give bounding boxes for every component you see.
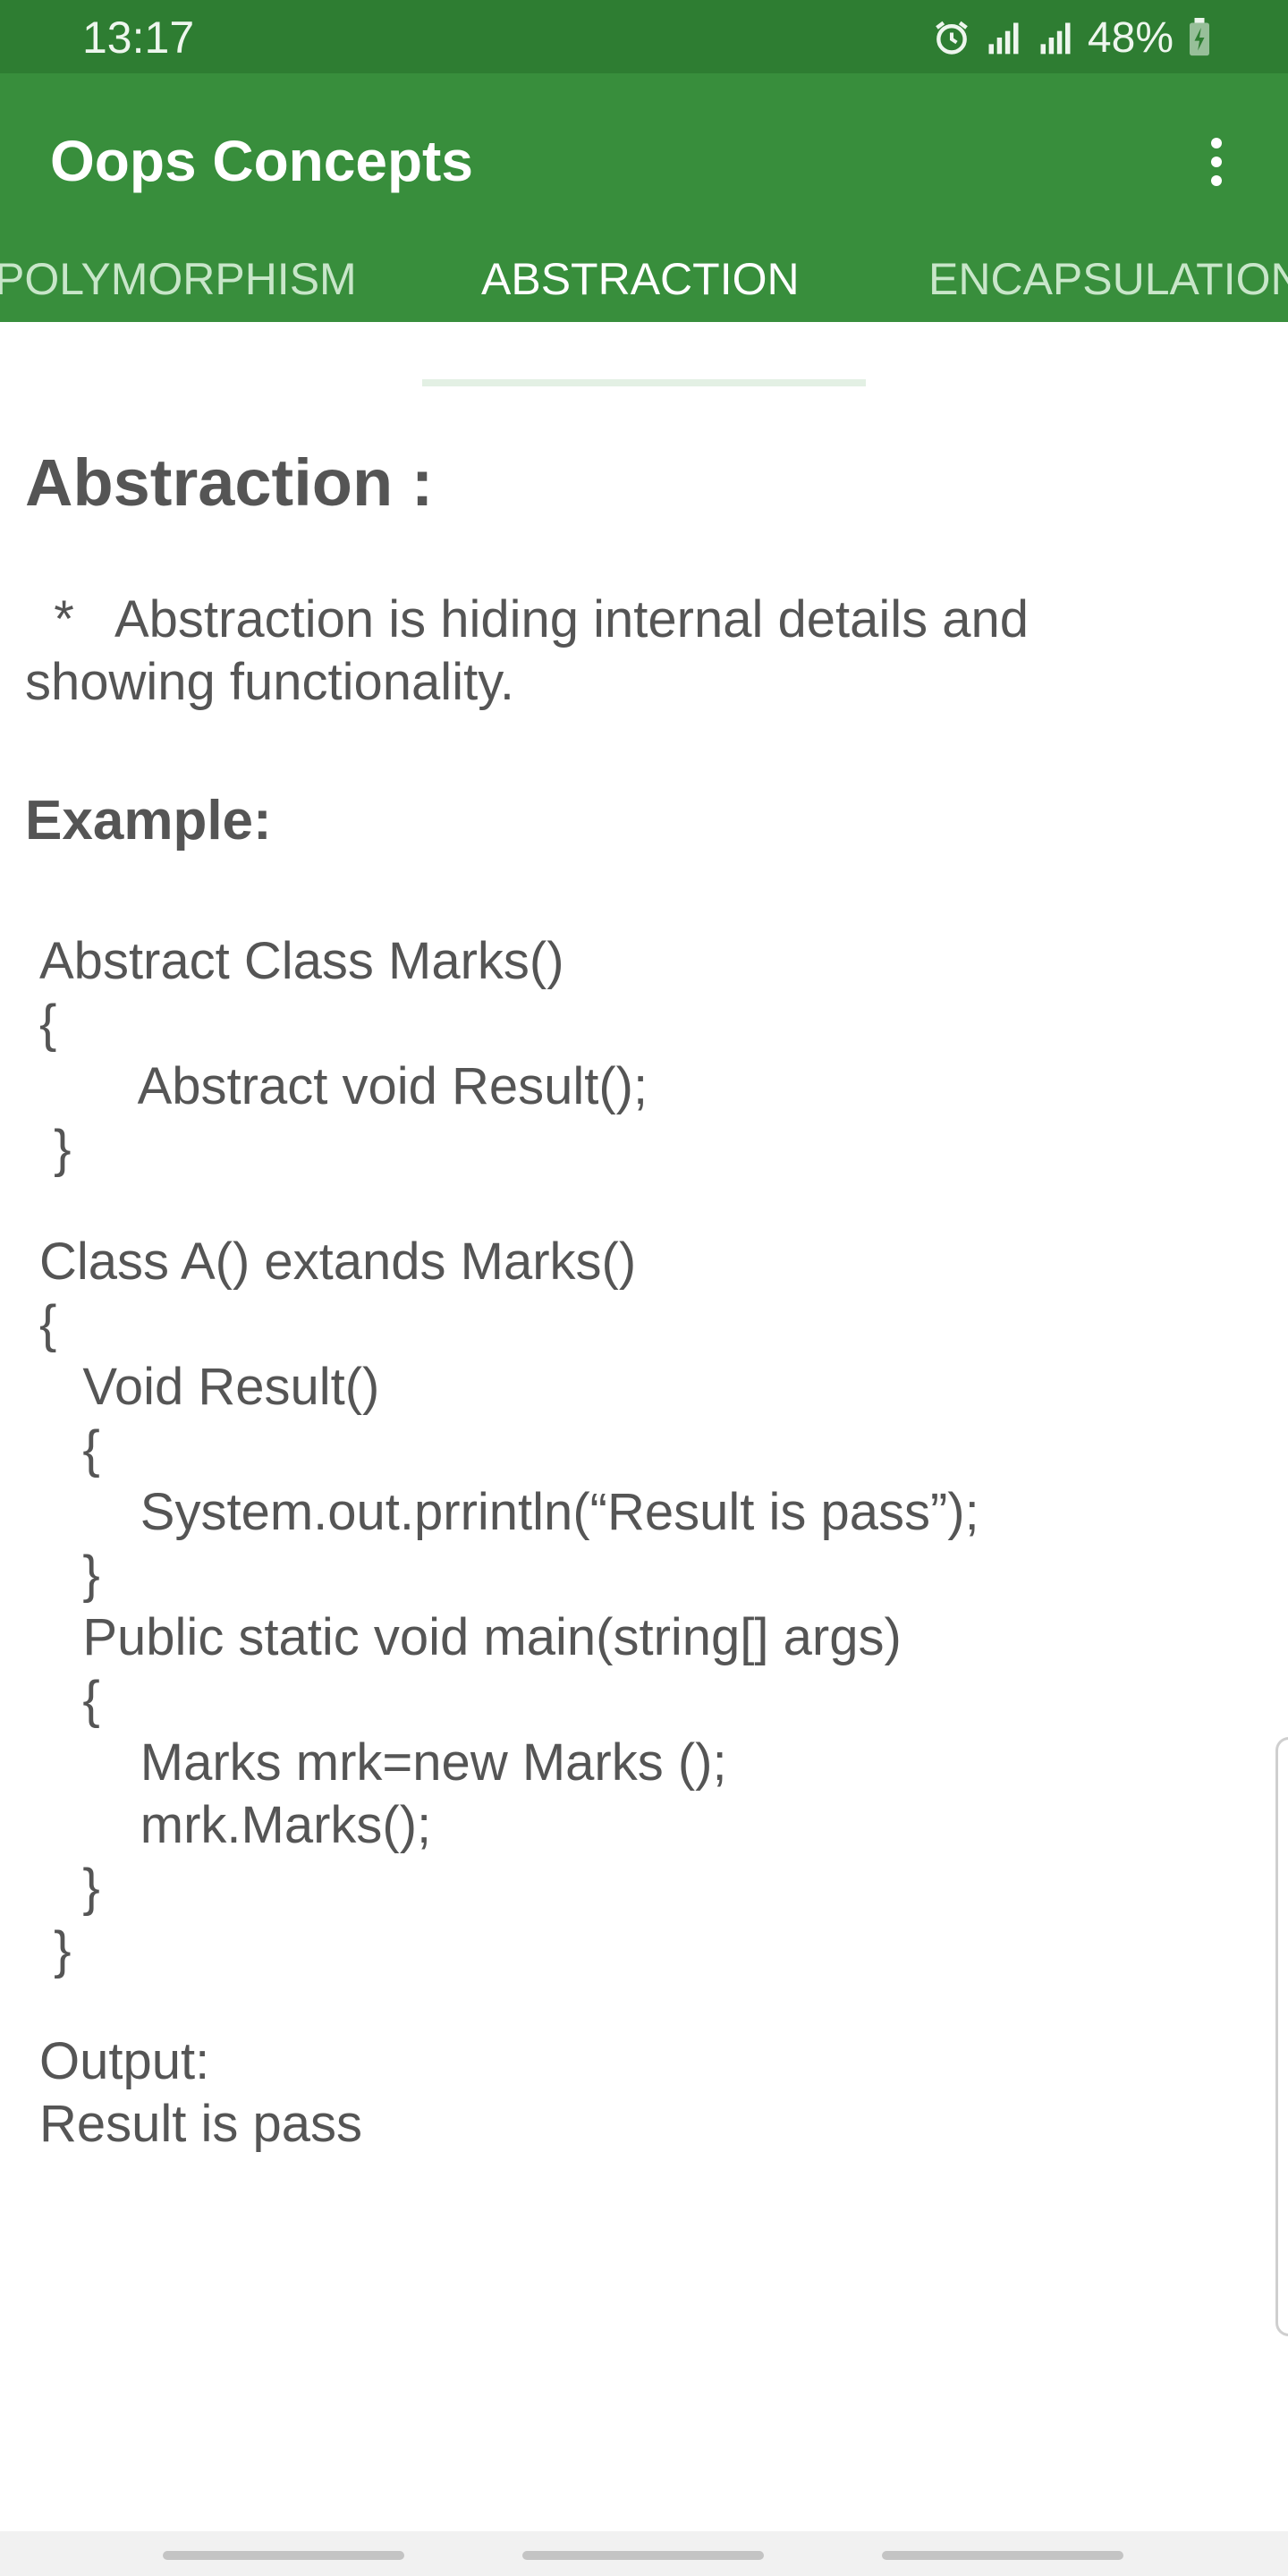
status-icons: 48% (932, 13, 1213, 63)
code-line: } (39, 1546, 100, 1604)
code-line: mrk.Marks(); (39, 1796, 432, 1854)
tab-bar: POLYMORPHISM ABSTRACTION ENCAPSULATION (0, 236, 1288, 322)
nav-back-button[interactable] (882, 2551, 1123, 2560)
output-value: Result is pass (39, 2095, 363, 2153)
code-line: Void Result() (39, 1358, 380, 1416)
definition-text: * Abstraction is hiding internal details… (25, 590, 1044, 711)
status-time: 13:17 (82, 13, 195, 63)
page-heading: Abstraction : (25, 445, 434, 520)
app-title: Oops Concepts (50, 129, 473, 193)
code-line: Abstract void Result(); (39, 1057, 648, 1115)
system-nav-bar (0, 2531, 1288, 2576)
output-label: Output: (39, 2032, 210, 2090)
code-line: } (39, 1921, 72, 1979)
active-tab-indicator (422, 379, 866, 386)
code-line: { (39, 995, 57, 1053)
scrollbar[interactable] (1275, 1737, 1288, 2336)
tab-polymorphism[interactable]: POLYMORPHISM (0, 254, 357, 304)
code-line: System.out.prrintln(“Result is pass”); (39, 1483, 979, 1541)
tab-abstraction[interactable]: ABSTRACTION (481, 254, 800, 304)
battery-charging-icon (1186, 18, 1213, 57)
signal-icon (1036, 18, 1075, 57)
code-line: Public static void main(string[] args) (39, 1608, 902, 1666)
code-line: { (39, 1671, 100, 1729)
example-heading: Example: (25, 790, 272, 852)
code-line: Class A() extands Marks() (39, 1233, 637, 1291)
battery-percent: 48% (1087, 13, 1174, 62)
tab-encapsulation[interactable]: ENCAPSULATION (928, 254, 1288, 304)
code-line: } (39, 1120, 72, 1178)
overflow-menu-button[interactable] (1181, 122, 1252, 202)
signal-icon (984, 18, 1023, 57)
code-line: Abstract Class Marks() (39, 932, 564, 990)
nav-recent-button[interactable] (163, 2551, 404, 2560)
nav-home-button[interactable] (522, 2551, 764, 2560)
code-line: Marks mrk=new Marks (); (39, 1733, 727, 1792)
code-line: { (39, 1420, 100, 1479)
code-line: { (39, 1295, 57, 1353)
alarm-icon (932, 18, 971, 57)
more-vertical-icon (1211, 138, 1222, 186)
code-line: } (39, 1859, 100, 1917)
status-bar: 13:17 48% (0, 0, 1288, 73)
app-bar: Oops Concepts POLYMORPHISM ABSTRACTION E… (0, 73, 1288, 322)
